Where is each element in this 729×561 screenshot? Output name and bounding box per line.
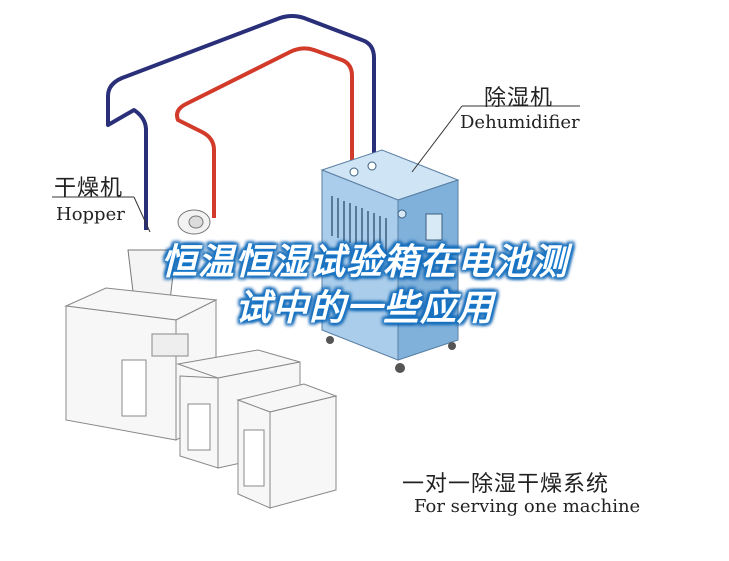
- hopper-label-en: Hopper: [56, 204, 125, 225]
- hopper-label-cn: 干燥机: [54, 176, 124, 201]
- dehumidifier-label-en: Dehumidifier: [460, 112, 580, 133]
- title-line-2: 试中的一些应用: [234, 288, 494, 329]
- dehumidifier-label-cn: 除湿机: [484, 86, 554, 111]
- red-pipe: [175, 46, 354, 218]
- system-label-en: For serving one machine: [414, 496, 641, 517]
- dehumidifier-leader: [411, 105, 463, 173]
- blue-pipe: [106, 14, 376, 230]
- system-label-cn: 一对一除湿干燥系统: [402, 472, 610, 497]
- title-line-1: 恒温恒湿试验箱在电池测: [160, 242, 568, 283]
- molding-machine: [64, 287, 338, 509]
- hopper-leader: [133, 196, 151, 233]
- overlay-title: 恒温恒湿试验箱在电池测 试中的一些应用: [0, 240, 729, 332]
- dehumidifier-unit: [320, 149, 460, 373]
